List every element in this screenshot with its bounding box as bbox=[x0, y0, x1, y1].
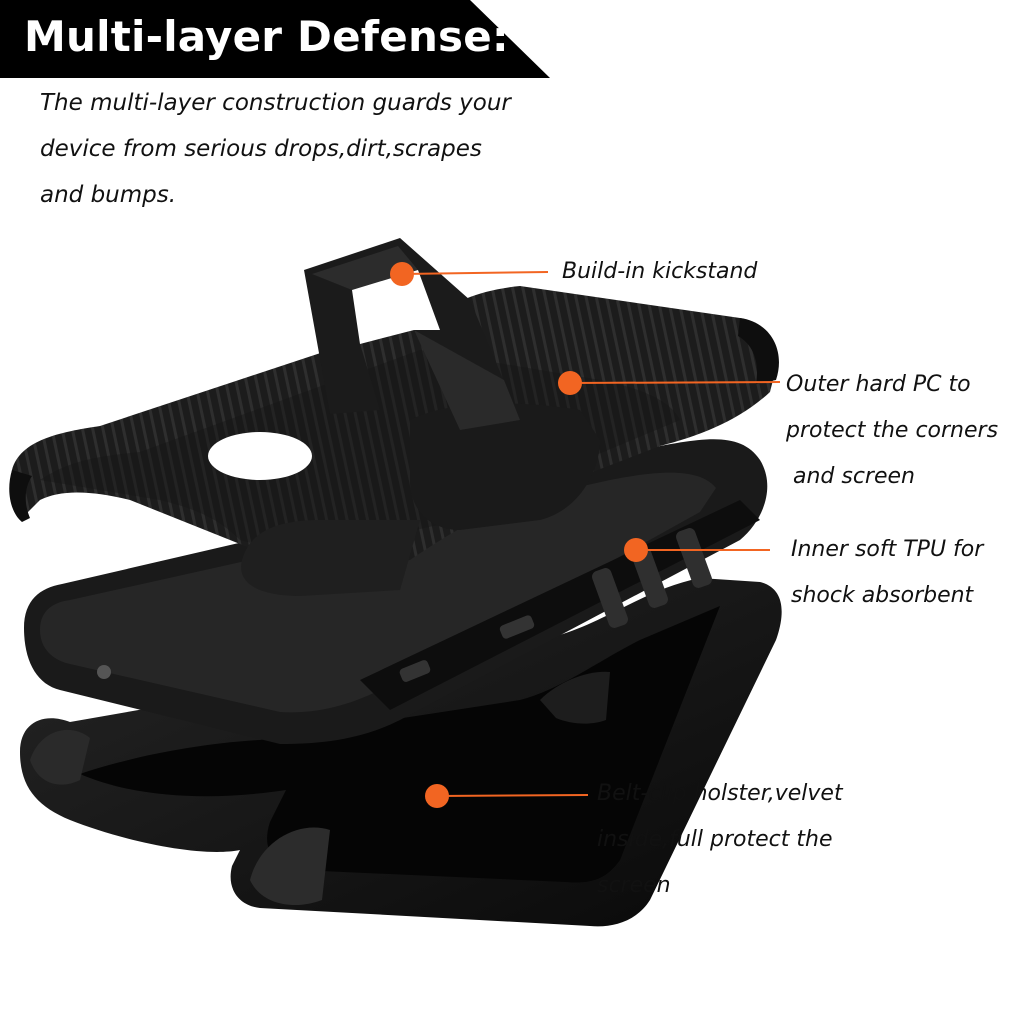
callout-line: Outer hard PC to bbox=[786, 372, 971, 397]
callout-inner-tpu: Inner soft TPU for shock absorbent bbox=[791, 527, 983, 619]
callout-line: Build-in kickstand bbox=[562, 259, 758, 284]
callout-line: Belt-clip holster,velvet bbox=[597, 781, 843, 806]
outer-pc-shell bbox=[9, 286, 779, 596]
case-exploded-illustration bbox=[9, 238, 782, 927]
page-title: Multi-layer Defense: bbox=[24, 12, 509, 61]
title-banner bbox=[0, 0, 550, 78]
callout-line: screen bbox=[597, 873, 671, 898]
callout-line: inside,full protect the bbox=[597, 827, 833, 852]
callout-line: protect the corners bbox=[786, 418, 999, 443]
inner-tpu-sleeve bbox=[24, 439, 768, 744]
callout-outer-pc: Outer hard PC to protect the corners and… bbox=[786, 362, 998, 500]
intro-line: The multi-layer construction guards your bbox=[40, 90, 511, 116]
callout-line: shock absorbent bbox=[791, 583, 974, 608]
belt-clip-holster bbox=[20, 578, 782, 927]
kickstand bbox=[304, 238, 520, 430]
title-banner-shape bbox=[0, 0, 550, 78]
callout-holster: Belt-clip holster,velvet inside,full pro… bbox=[597, 771, 843, 909]
callout-line: and screen bbox=[786, 464, 915, 489]
intro-line: and bumps. bbox=[40, 182, 177, 208]
camera-cutout bbox=[208, 432, 312, 480]
intro-line: device from serious drops,dirt,scrapes bbox=[40, 136, 482, 162]
intro-text: The multi-layer construction guards your… bbox=[40, 80, 560, 218]
callout-kickstand: Build-in kickstand bbox=[562, 249, 757, 295]
callout-line: Inner soft TPU for bbox=[791, 537, 984, 562]
